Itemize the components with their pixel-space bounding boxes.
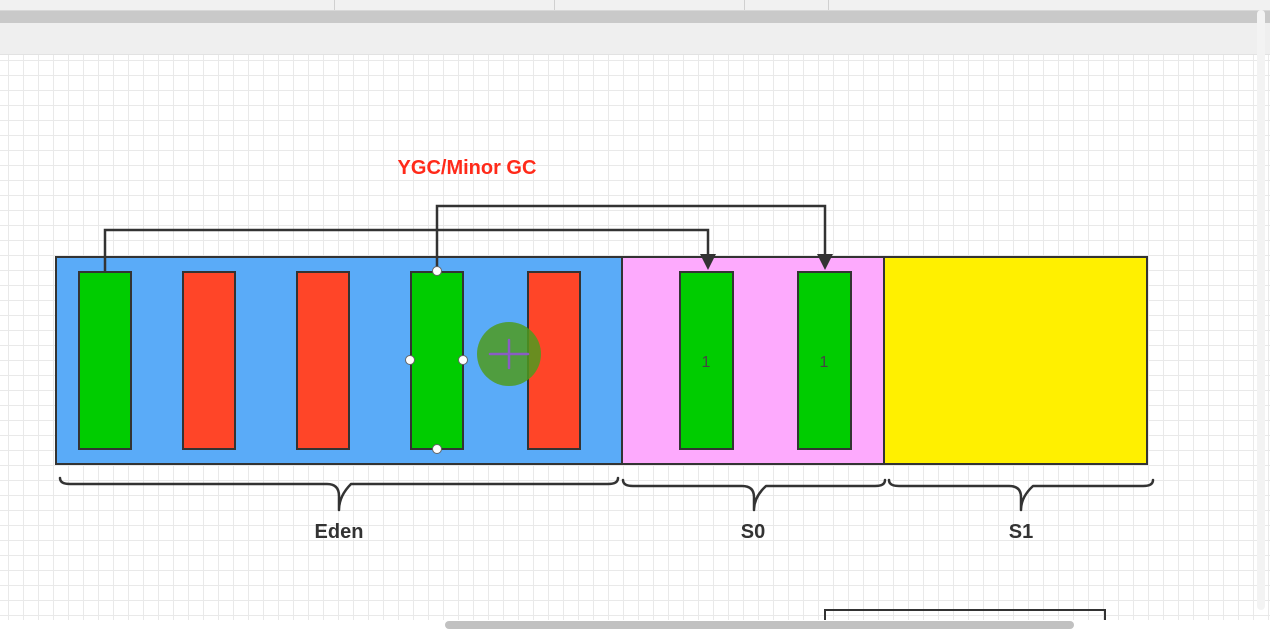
cursor-highlight <box>477 322 541 386</box>
s0-label[interactable]: S0 <box>741 521 765 543</box>
vertical-scrollbar-thumb[interactable] <box>1257 10 1265 610</box>
selection-handles[interactable] <box>405 266 468 454</box>
resize-handle-right[interactable] <box>458 355 468 365</box>
move-cursor-icon <box>488 338 530 370</box>
eden-brace <box>58 476 620 512</box>
eden-object[interactable] <box>182 271 236 450</box>
eden-object-2[interactable] <box>182 271 236 450</box>
eden-object[interactable] <box>78 271 132 450</box>
menu-strip-segment <box>0 0 335 10</box>
s0-object-2[interactable] <box>797 271 852 450</box>
s0-object-1[interactable] <box>679 271 734 450</box>
horizontal-scrollbar-thumb[interactable] <box>445 621 1074 629</box>
eden-object-1[interactable] <box>78 271 132 450</box>
resize-handle-top[interactable] <box>432 266 442 276</box>
arrow-eden-to-s0-2[interactable] <box>435 204 827 271</box>
s1-label[interactable]: S1 <box>1009 521 1033 543</box>
arrowhead-icon <box>817 254 833 270</box>
eden-object-4[interactable] <box>410 271 464 450</box>
s0-brace <box>621 478 887 512</box>
menu-strip <box>0 0 1270 11</box>
menu-strip-segment <box>555 0 745 10</box>
resize-handle-bottom[interactable] <box>432 444 442 454</box>
menu-strip-segment <box>745 0 829 10</box>
eden-label[interactable]: Eden <box>315 521 364 543</box>
arrow-eden-to-s0-1[interactable] <box>103 228 710 271</box>
arrowheads <box>700 254 833 270</box>
s0-object[interactable]: 1 <box>679 271 734 450</box>
tab-strip <box>0 11 1270 23</box>
menu-strip-segment <box>335 0 555 10</box>
diagram-title[interactable]: YGC/Minor GC <box>398 157 537 179</box>
object-label: 1 <box>820 354 829 371</box>
eden-object[interactable] <box>410 271 464 450</box>
s0-object[interactable]: 1 <box>797 271 852 450</box>
eden-object-3[interactable] <box>296 271 350 450</box>
region-braces <box>58 476 1155 512</box>
eden-object[interactable] <box>296 271 350 450</box>
object-label: 1 <box>702 354 711 371</box>
connectors[interactable] <box>103 204 827 271</box>
resize-handle-left[interactable] <box>405 355 415 365</box>
s1-region[interactable] <box>883 256 1148 465</box>
arrowhead-icon <box>700 254 716 270</box>
toolbar-area <box>0 23 1270 55</box>
s1-brace <box>887 478 1155 512</box>
